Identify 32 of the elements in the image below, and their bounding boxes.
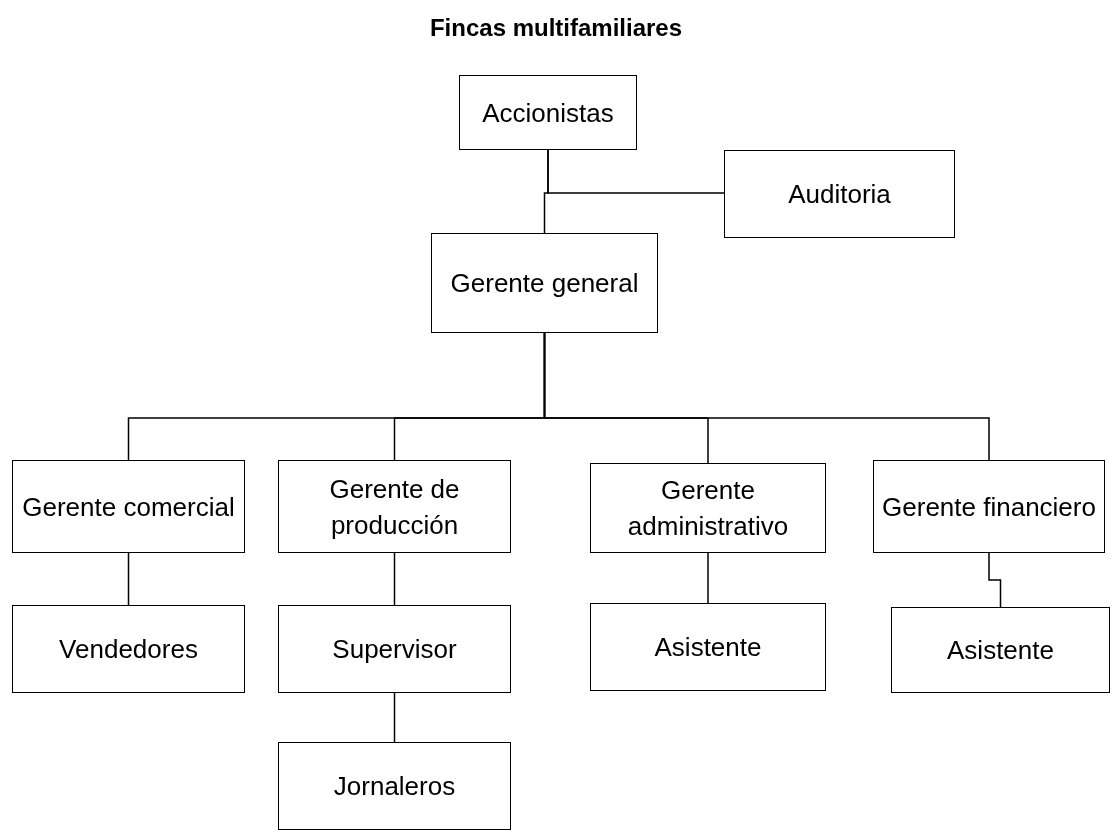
org-box [278,605,511,693]
role-label: Gerente comercial [22,490,235,524]
org-box [590,463,826,553]
org-box [12,605,245,693]
role-label: Supervisor [332,633,457,666]
role-label: Vendedores [59,633,198,666]
role-label: Gerente general [450,267,639,300]
role-label: Asistente [947,634,1054,667]
diagram-title: Fincas multifamiliares [429,14,683,41]
org-box [278,460,511,553]
org-box [431,233,658,333]
connector-line [547,149,725,194]
connector-line [127,552,130,606]
connector-line [988,552,1002,608]
role-label: Gerente administrativo [626,474,790,543]
connector-line [543,332,990,461]
org-box [891,607,1110,693]
org-box [724,150,955,238]
org-box [12,460,245,553]
role-label: Accionistas [482,96,614,130]
connector-line [707,552,709,604]
org-box [459,75,637,150]
connector-line [393,552,396,606]
role-label: Jornaleros [333,770,456,803]
role-label: Auditoria [788,178,891,211]
role-label: Asistente [654,631,762,664]
role-label: Gerente de producción [328,472,461,542]
org-box [590,603,826,691]
connector-line [393,692,396,743]
org-box [873,460,1105,553]
role-label: Gerente financiero [882,490,1096,524]
org-box [278,742,511,830]
